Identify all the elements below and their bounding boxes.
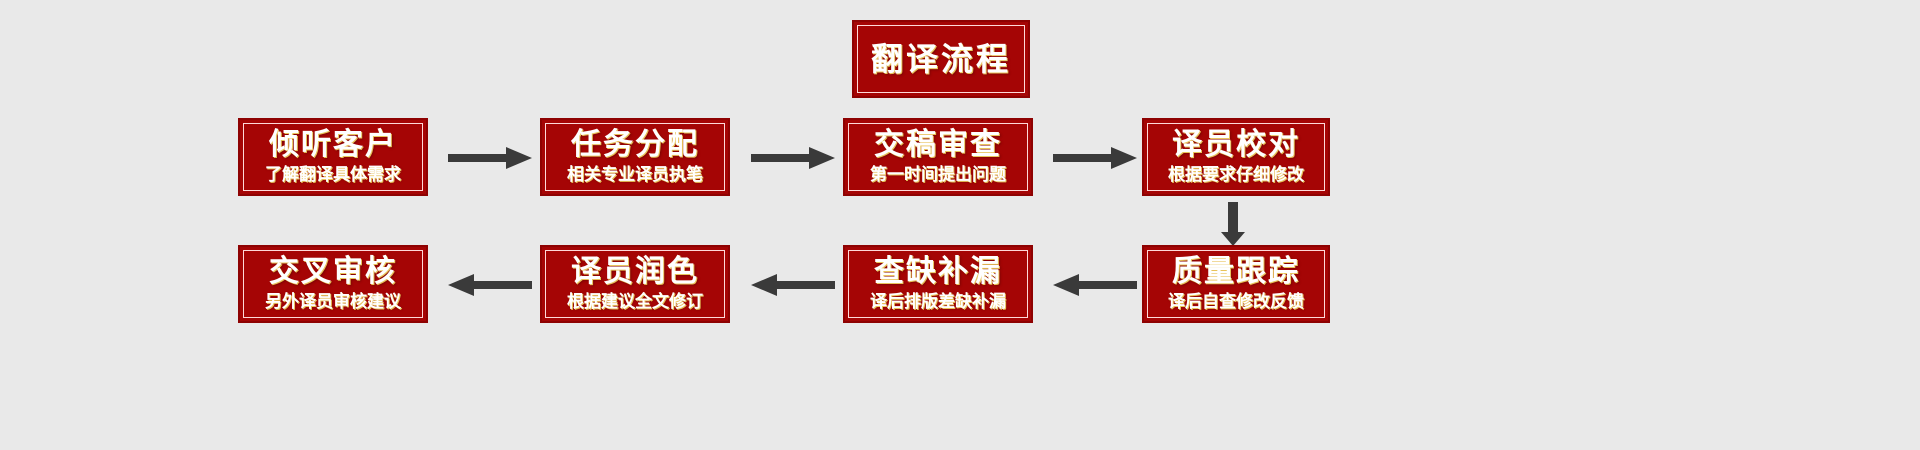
step-2-subtitle: 相关专业译员执笔 — [567, 164, 703, 184]
process-step-2[interactable]: 任务分配 相关专业译员执笔 — [540, 118, 730, 196]
step-4-title: 译员校对 — [1172, 128, 1300, 162]
arrow-left-icon-1 — [1053, 272, 1137, 298]
arrow-left-icon-2 — [751, 272, 835, 298]
step-6-subtitle: 译后排版差缺补漏 — [870, 291, 1006, 311]
flowchart-title-text: 翻译流程 — [870, 40, 1011, 77]
step-6-title: 查缺补漏 — [874, 255, 1002, 289]
step-1-title: 倾听客户 — [269, 128, 397, 162]
step-5-subtitle: 译后自查修改反馈 — [1168, 291, 1304, 311]
process-step-8[interactable]: 交叉审核 另外译员审核建议 — [238, 245, 428, 323]
process-step-6[interactable]: 查缺补漏 译后排版差缺补漏 — [843, 245, 1033, 323]
step-3-title: 交稿审查 — [874, 128, 1002, 162]
arrow-left-icon-3 — [448, 272, 532, 298]
arrow-right-icon-1 — [448, 145, 532, 171]
arrow-down-icon-1 — [1220, 202, 1246, 246]
process-step-3[interactable]: 交稿审查 第一时间提出问题 — [843, 118, 1033, 196]
flowchart-title-box: 翻译流程 — [852, 20, 1030, 98]
step-7-title: 译员润色 — [571, 255, 699, 289]
step-2-title: 任务分配 — [571, 128, 699, 162]
step-7-subtitle: 根据建议全文修订 — [567, 291, 703, 311]
step-5-title: 质量跟踪 — [1172, 255, 1300, 289]
step-8-subtitle: 另外译员审核建议 — [265, 291, 401, 311]
step-8-title: 交叉审核 — [269, 255, 397, 289]
process-step-1[interactable]: 倾听客户 了解翻译具体需求 — [238, 118, 428, 196]
arrow-right-icon-2 — [751, 145, 835, 171]
step-4-subtitle: 根据要求仔细修改 — [1168, 164, 1304, 184]
step-1-subtitle: 了解翻译具体需求 — [265, 164, 401, 184]
process-step-7[interactable]: 译员润色 根据建议全文修订 — [540, 245, 730, 323]
process-step-4[interactable]: 译员校对 根据要求仔细修改 — [1142, 118, 1330, 196]
arrow-right-icon-3 — [1053, 145, 1137, 171]
process-step-5[interactable]: 质量跟踪 译后自查修改反馈 — [1142, 245, 1330, 323]
step-3-subtitle: 第一时间提出问题 — [870, 164, 1006, 184]
